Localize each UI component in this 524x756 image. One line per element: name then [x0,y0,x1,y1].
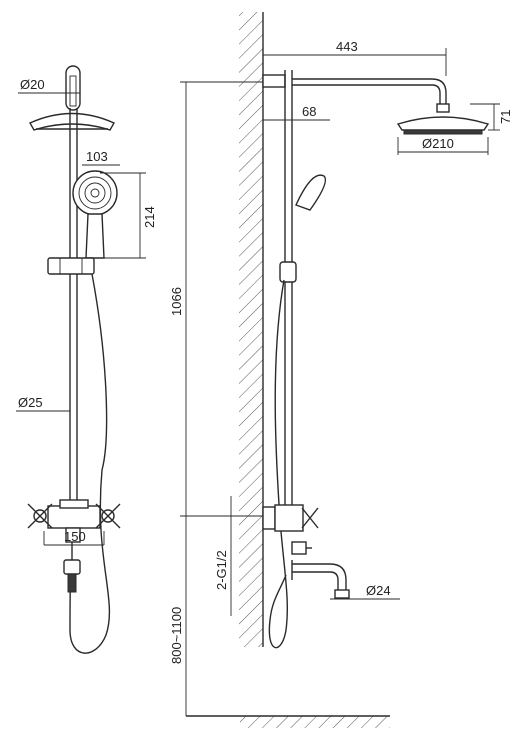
side-diverter [291,541,307,555]
front-top-mount [65,65,81,111]
dim-d214: 214 [142,206,157,228]
side-slider [279,261,297,283]
front-hose [69,273,111,654]
front-hand-shower-handle [85,213,105,259]
dim-d24: Ø24 [366,583,391,598]
front-hand-shower-head [72,170,118,216]
front-right-cross-handle [95,503,121,529]
side-hand-shower [295,174,327,211]
dim-g12: 2-G1/2 [214,550,229,590]
side-top-bracket [262,74,286,88]
floor-hatch [240,716,390,728]
dim-d210: Ø210 [422,136,454,151]
dim-d20: Ø20 [20,77,45,92]
side-shower-head [396,116,490,131]
front-slider-holder [47,257,95,275]
dim-d443: 443 [336,39,358,54]
front-shower-head [29,112,115,131]
wall-hatch [239,12,263,647]
dim-d71: 71 [498,110,513,124]
front-spout [63,559,81,575]
side-view: 443 68 71 Ø210 1066 800~1100 2-G1/2 Ø24 [169,12,513,728]
dim-d103: 103 [86,149,108,164]
front-left-cross-handle [27,503,53,529]
dim-h800: 800~1100 [169,607,184,664]
side-wall-eccentric [262,506,276,530]
dim-d1066: 1066 [169,287,184,316]
front-view: Ø20 103 214 Ø25 150 [16,65,157,654]
front-mixer-body [47,505,101,529]
side-mixer-body [274,504,304,532]
side-spout [292,563,347,590]
side-cross-handle [301,507,319,529]
dim-d68: 68 [302,104,316,119]
side-hose [268,279,288,649]
dim-d150: 150 [64,529,86,544]
dim-d25: Ø25 [18,395,43,410]
